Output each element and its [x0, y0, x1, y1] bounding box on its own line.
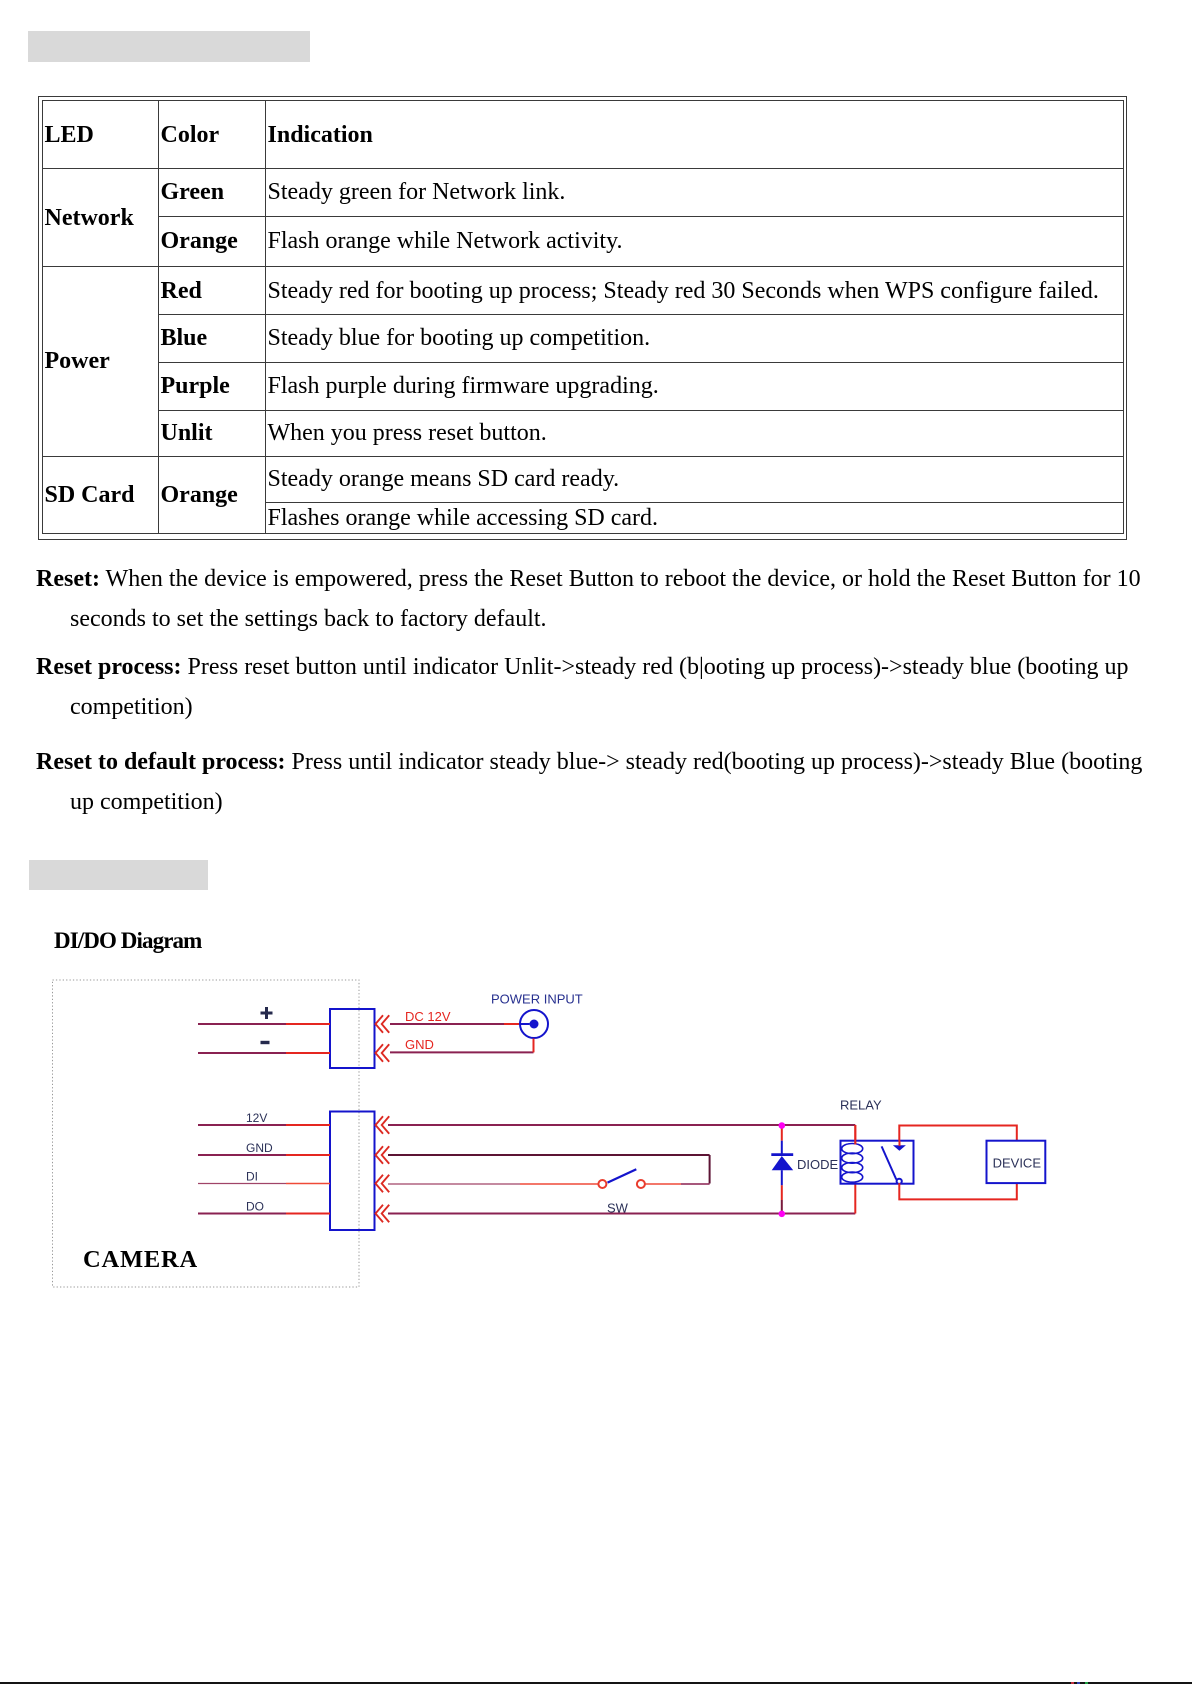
svg-text:GND: GND: [246, 1141, 273, 1155]
svg-text:SW: SW: [607, 1201, 629, 1216]
svg-text:POWER INPUT: POWER INPUT: [491, 992, 583, 1007]
svg-text:DEVICE: DEVICE: [993, 1156, 1042, 1171]
svg-text:RELAY: RELAY: [840, 1098, 882, 1113]
svg-text:12V: 12V: [246, 1111, 267, 1125]
svg-text:DC 12V: DC 12V: [405, 1009, 451, 1024]
svg-text:CAMERA: CAMERA: [83, 1246, 198, 1273]
svg-text:DO: DO: [246, 1200, 264, 1214]
svg-text:DI: DI: [246, 1170, 258, 1184]
svg-text:GND: GND: [405, 1037, 434, 1052]
svg-text:DIODE: DIODE: [797, 1157, 839, 1172]
